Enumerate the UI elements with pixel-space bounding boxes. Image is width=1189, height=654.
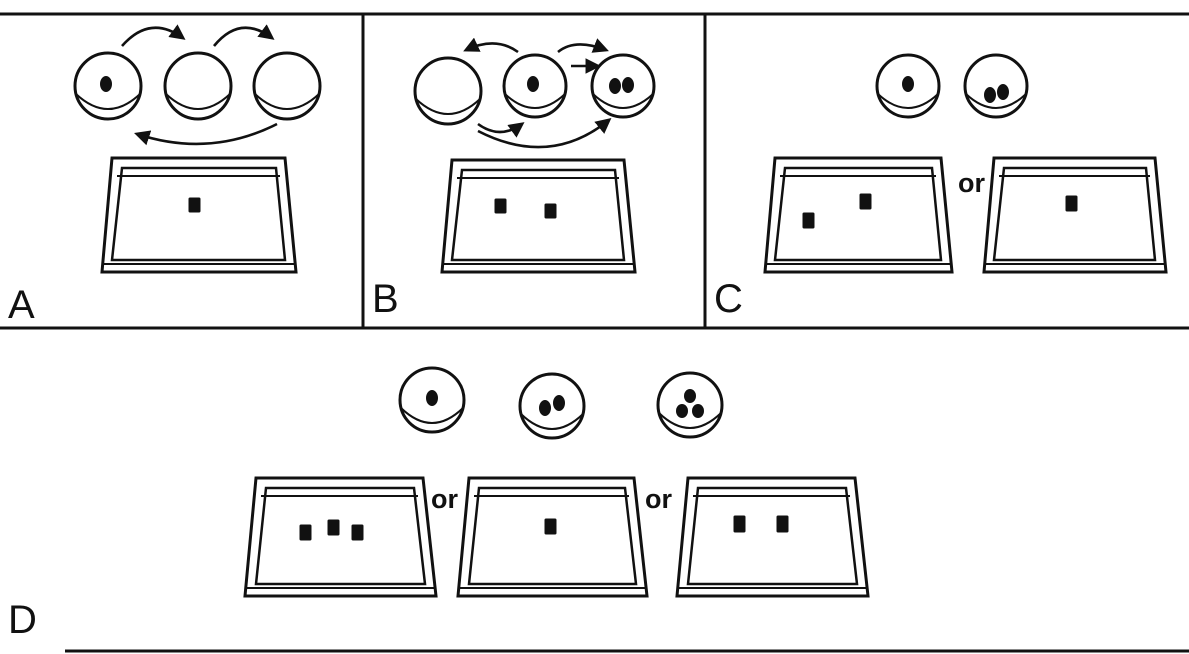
tray-right — [982, 156, 1168, 274]
token-block — [544, 518, 557, 535]
move-arrows — [121, 24, 278, 146]
token-block — [327, 519, 340, 536]
or-label-d-right: or — [645, 484, 672, 514]
tray-right — [675, 476, 870, 598]
panel-d: or or D — [8, 366, 870, 642]
tray-middle — [456, 476, 649, 598]
token-block — [802, 212, 815, 229]
tray — [440, 158, 637, 274]
token-block — [188, 197, 201, 213]
token-block — [351, 524, 364, 541]
dish-two-dots — [963, 53, 1029, 119]
token-block — [1065, 195, 1078, 212]
tray — [100, 156, 298, 274]
panel-b: B — [372, 37, 656, 321]
dish-one-dot — [875, 53, 941, 119]
dish-one-dot — [502, 53, 568, 119]
dish-two-dots — [518, 372, 586, 440]
dish-two-dots — [590, 53, 656, 119]
move-arrows — [463, 37, 612, 149]
panel-label-d: D — [8, 598, 37, 642]
dish-empty — [163, 51, 233, 121]
dish-empty — [413, 56, 483, 126]
token-block — [776, 515, 789, 533]
token-block — [544, 203, 557, 219]
dish-empty — [252, 51, 322, 121]
tray-left — [763, 156, 954, 274]
dish-one-dot — [73, 51, 143, 121]
panel-a: A — [8, 24, 322, 327]
panel-label-a: A — [8, 283, 35, 327]
panel-c: or C — [714, 53, 1168, 321]
panel-label-b: B — [372, 277, 399, 321]
panel-label-c: C — [714, 277, 743, 321]
or-label-d-left: or — [431, 484, 458, 514]
dish-three-dots — [656, 371, 724, 439]
token-block — [494, 198, 507, 214]
token-block — [859, 193, 872, 210]
tray-left — [243, 476, 438, 598]
or-label-c: or — [958, 168, 985, 198]
dish-one-dot — [398, 366, 466, 434]
token-block — [733, 515, 746, 533]
panel-dividers — [0, 12, 1189, 653]
token-block — [299, 524, 312, 541]
